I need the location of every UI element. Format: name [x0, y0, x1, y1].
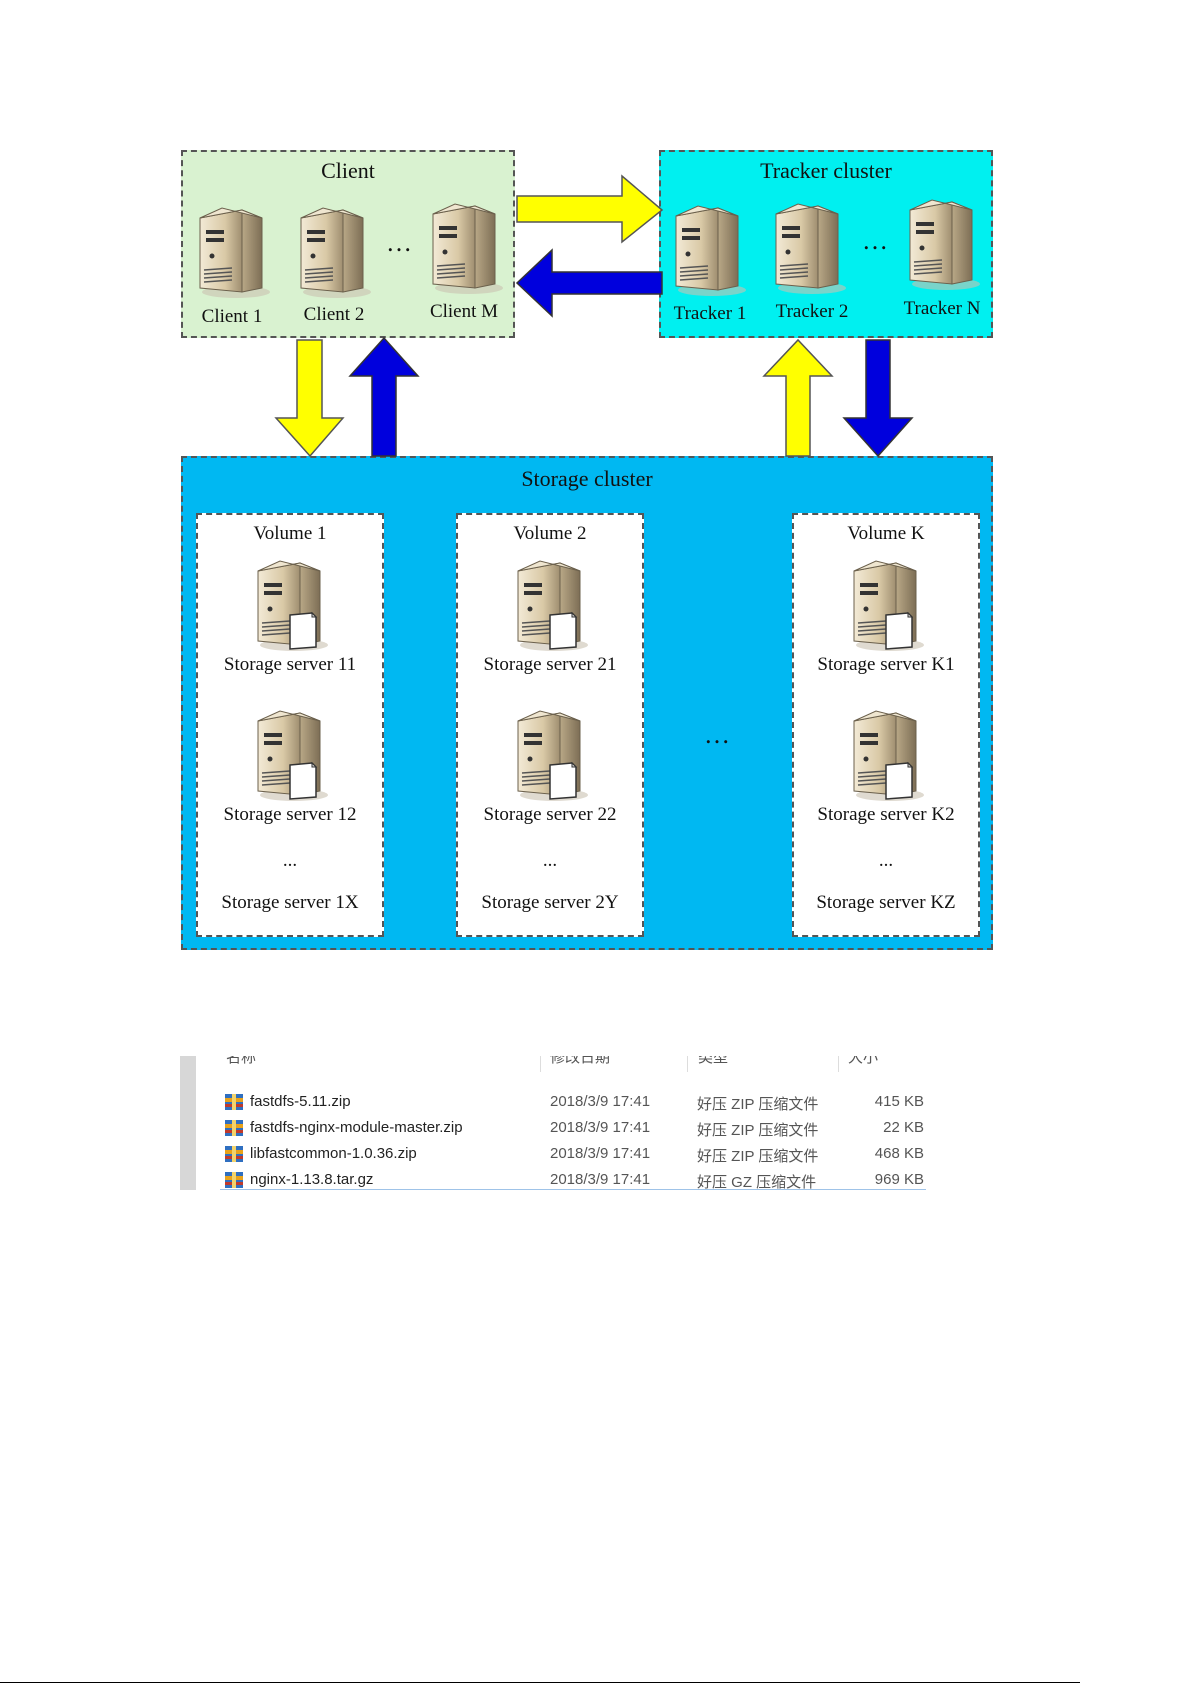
- file-date: 2018/3/9 17:41: [550, 1093, 651, 1110]
- column-separator: [838, 1056, 839, 1072]
- column-separator: [687, 1056, 688, 1072]
- client-label-2: Client 2: [303, 304, 365, 325]
- file-size: 969 KB: [874, 1171, 924, 1188]
- file-size: 22 KB: [883, 1119, 924, 1136]
- column-header-size[interactable]: 大小: [848, 1056, 878, 1064]
- storage-server-11-label: Storage server 11: [223, 654, 357, 675]
- file-type: 好压 ZIP 压缩文件: [697, 1122, 819, 1139]
- scrollbar[interactable]: [180, 1056, 196, 1190]
- file-row[interactable]: fastdfs-5.11.zip 2018/3/9 17:41 好压 ZIP 压…: [224, 1090, 924, 1116]
- storage-server-k1-label: Storage server K1: [817, 654, 955, 675]
- file-name: fastdfs-5.11.zip: [250, 1093, 351, 1110]
- archive-icon: [225, 1120, 243, 1136]
- client-label-m: Client M: [429, 301, 499, 322]
- volume-k-title: Volume K: [847, 523, 925, 544]
- arrow-client-to-tracker: [516, 174, 664, 244]
- volume-1-ellipsis: ...: [282, 850, 298, 871]
- arrow-tracker-to-client: [515, 248, 663, 318]
- volume-2-title: Volume 2: [513, 523, 587, 544]
- column-header-type[interactable]: 类型: [698, 1056, 728, 1064]
- file-date: 2018/3/9 17:41: [550, 1171, 651, 1188]
- arrow-client-to-storage: [274, 339, 345, 458]
- file-type: 好压 ZIP 压缩文件: [697, 1148, 819, 1165]
- column-header-name[interactable]: 名称: [226, 1056, 256, 1064]
- storage-server-22-label: Storage server 22: [483, 804, 617, 825]
- storage-server-k2-icon: [846, 703, 926, 803]
- storage-server-21-icon: [510, 553, 590, 653]
- storage-server-k1-icon: [846, 553, 926, 653]
- volume-1-title: Volume 1: [253, 523, 327, 544]
- file-type: 好压 GZ 压缩文件: [697, 1174, 817, 1191]
- file-size: 468 KB: [874, 1145, 924, 1162]
- archive-icon: [225, 1172, 243, 1188]
- file-row[interactable]: fastdfs-nginx-module-master.zip 2018/3/9…: [224, 1116, 924, 1142]
- volume-k-ellipsis: ...: [878, 850, 894, 871]
- volume-ellipsis: …: [704, 720, 732, 749]
- file-list-panel: 名称 修改日期 类型 大小 fastdfs-5.11.zip 2018/3/9 …: [180, 1056, 930, 1191]
- file-name: fastdfs-nginx-module-master.zip: [250, 1119, 463, 1136]
- storage-server-2y-label: Storage server 2Y: [481, 892, 619, 913]
- tracker-label-n: Tracker N: [903, 298, 981, 319]
- storage-server-22-icon: [510, 703, 590, 803]
- storage-server-11-icon: [250, 553, 330, 653]
- client-title: Client: [321, 158, 375, 183]
- tracker-cluster-title: Tracker cluster: [760, 158, 892, 183]
- column-separator: [540, 1056, 541, 1072]
- storage-server-21-label: Storage server 21: [483, 654, 617, 675]
- storage-cluster-title: Storage cluster: [521, 466, 653, 491]
- file-date: 2018/3/9 17:41: [550, 1145, 651, 1162]
- storage-server-kz-label: Storage server KZ: [816, 892, 956, 913]
- file-size: 415 KB: [874, 1093, 924, 1110]
- file-row[interactable]: libfastcommon-1.0.36.zip 2018/3/9 17:41 …: [224, 1142, 924, 1168]
- file-name: libfastcommon-1.0.36.zip: [250, 1145, 417, 1162]
- flow-arrows: [274, 174, 914, 458]
- page-footer-rule: [0, 1682, 1080, 1683]
- file-date: 2018/3/9 17:41: [550, 1119, 651, 1136]
- arrow-storage-to-client: [348, 336, 420, 457]
- storage-server-k2-label: Storage server K2: [817, 804, 955, 825]
- arrow-tracker-to-storage: [842, 339, 914, 458]
- archive-icon: [225, 1094, 243, 1110]
- file-name: nginx-1.13.8.tar.gz: [250, 1171, 374, 1188]
- file-type: 好压 ZIP 压缩文件: [697, 1096, 819, 1113]
- archive-icon: [225, 1146, 243, 1162]
- selection-edge: [220, 1189, 926, 1190]
- column-header-date[interactable]: 修改日期: [550, 1056, 610, 1064]
- tracker-label-1: Tracker 1: [673, 303, 747, 324]
- tracker-label-2: Tracker 2: [775, 301, 849, 322]
- file-row[interactable]: nginx-1.13.8.tar.gz 2018/3/9 17:41 好压 GZ…: [224, 1168, 924, 1194]
- client-ellipsis: …: [386, 228, 414, 257]
- storage-server-12-icon: [250, 703, 330, 803]
- storage-server-1x-label: Storage server 1X: [221, 892, 359, 913]
- arrow-storage-to-tracker: [762, 338, 834, 457]
- tracker-ellipsis: …: [862, 226, 890, 255]
- volume-2-ellipsis: ...: [542, 850, 558, 871]
- storage-server-12-label: Storage server 12: [223, 804, 357, 825]
- client-label-1: Client 1: [201, 306, 263, 327]
